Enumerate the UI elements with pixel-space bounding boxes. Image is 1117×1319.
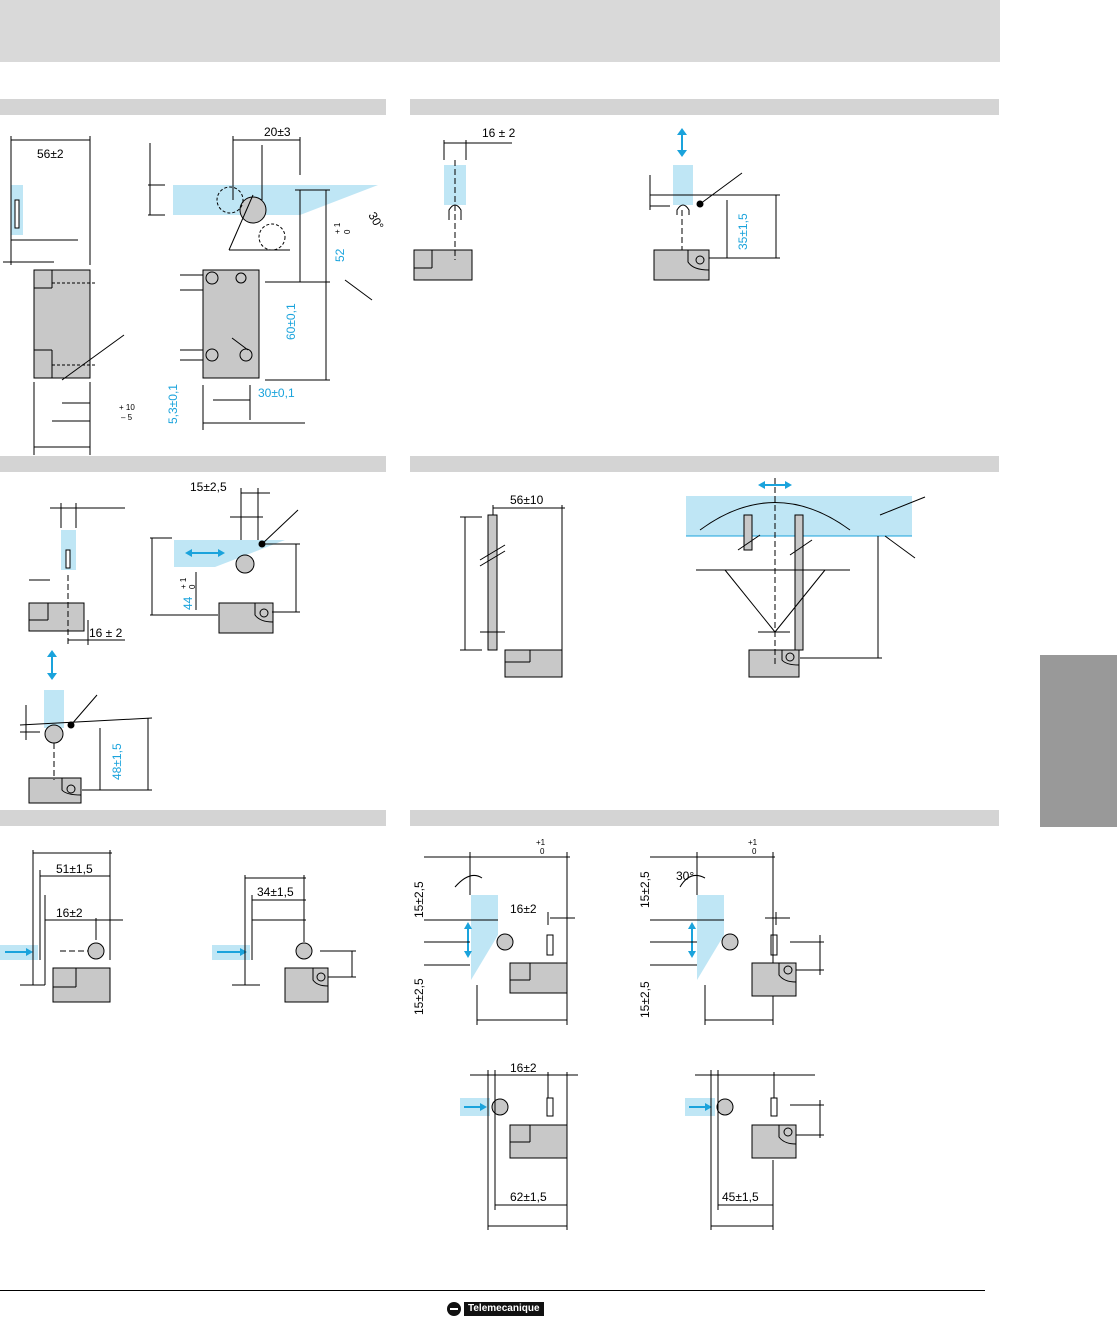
drawing-2a: [413, 140, 512, 281]
tol-1-bot-b: 0: [752, 847, 757, 856]
dim-16-2-e: 16±2: [510, 1061, 537, 1075]
section-bar-6: [410, 810, 999, 826]
drawing-1b: [148, 136, 378, 430]
drawing-1a: [3, 136, 125, 455]
section-bar-3: [0, 456, 386, 472]
dim-15-2-5-d: 15±2,5: [638, 871, 652, 908]
telemecanique-logo-icon: [447, 1302, 461, 1316]
drawing-6d: [685, 1070, 824, 1230]
drawing-4a: [460, 505, 565, 678]
dim-44: 44: [181, 596, 195, 610]
drawing-3b: [150, 488, 300, 634]
dim-15-2-5-c: 15±2,5: [412, 978, 426, 1015]
dim-5-3: 5,3±0,1: [166, 384, 180, 424]
brand-name: Telemecanique: [464, 1302, 544, 1316]
dim-48: 48±1,5: [110, 743, 124, 780]
section-bar-4: [410, 456, 999, 472]
dim-30-deg: 30°: [365, 210, 386, 233]
section-bar-5: [0, 810, 386, 826]
dim-16-2-c: 16±2: [56, 906, 83, 920]
dim-62: 62±1,5: [510, 1190, 547, 1204]
dim-15-2-5-a: 15±2,5: [190, 480, 227, 494]
section-bar-2: [410, 99, 999, 115]
drawing-5a: [0, 850, 123, 1003]
tol-10-bot: – 5: [121, 413, 133, 422]
tol-10-top: + 10: [119, 403, 135, 412]
section-bar-1: [0, 99, 386, 115]
tol-1-bot-a: 0: [540, 847, 545, 856]
dim-56-2: 56±2: [37, 147, 64, 161]
dim-44-tol-bot: 0: [188, 584, 197, 589]
tol-1-top-a: +1: [536, 838, 546, 847]
drawing-4b: [686, 478, 926, 678]
tol-1-top-b: +1: [748, 838, 758, 847]
dim-15-2-5-b: 15±2,5: [412, 881, 426, 918]
dim-52-tol-top: + 1: [333, 222, 342, 234]
drawing-2b: [649, 128, 780, 281]
dim-20-3: 20±3: [264, 125, 291, 139]
drawing-6c: [460, 1070, 578, 1230]
dim-60: 60±0,1: [284, 303, 298, 340]
dim-51: 51±1,5: [56, 862, 93, 876]
drawing-6a: [424, 852, 575, 1025]
drawing-5b: [212, 875, 356, 1003]
dim-52: 52: [333, 248, 347, 262]
dim-45: 45±1,5: [722, 1190, 759, 1204]
drawing-6b: [650, 852, 824, 1025]
dim-56-10: 56±10: [510, 493, 544, 507]
dim-15-2-5-e: 15±2,5: [638, 981, 652, 1018]
side-tab: [1040, 655, 1117, 827]
brand-logo: Telemecanique: [447, 1302, 567, 1316]
header-banner: [0, 0, 1000, 62]
dim-30-01: 30±0,1: [258, 386, 295, 400]
dim-52-tol-bot: 0: [343, 229, 352, 234]
dim-34: 34±1,5: [257, 885, 294, 899]
dim-44-tol-top: + 1: [179, 577, 188, 589]
drawing-3c: [19, 650, 153, 804]
dim-30-deg-b: 30°: [676, 869, 694, 883]
dim-35: 35±1,5: [736, 213, 750, 250]
drawing-3a: [28, 503, 125, 645]
dim-16-2-a: 16 ± 2: [482, 126, 516, 140]
footer-rule: [0, 1290, 985, 1291]
dim-16-2-d: 16±2: [510, 902, 537, 916]
dim-16-2-b: 16 ± 2: [89, 626, 123, 640]
